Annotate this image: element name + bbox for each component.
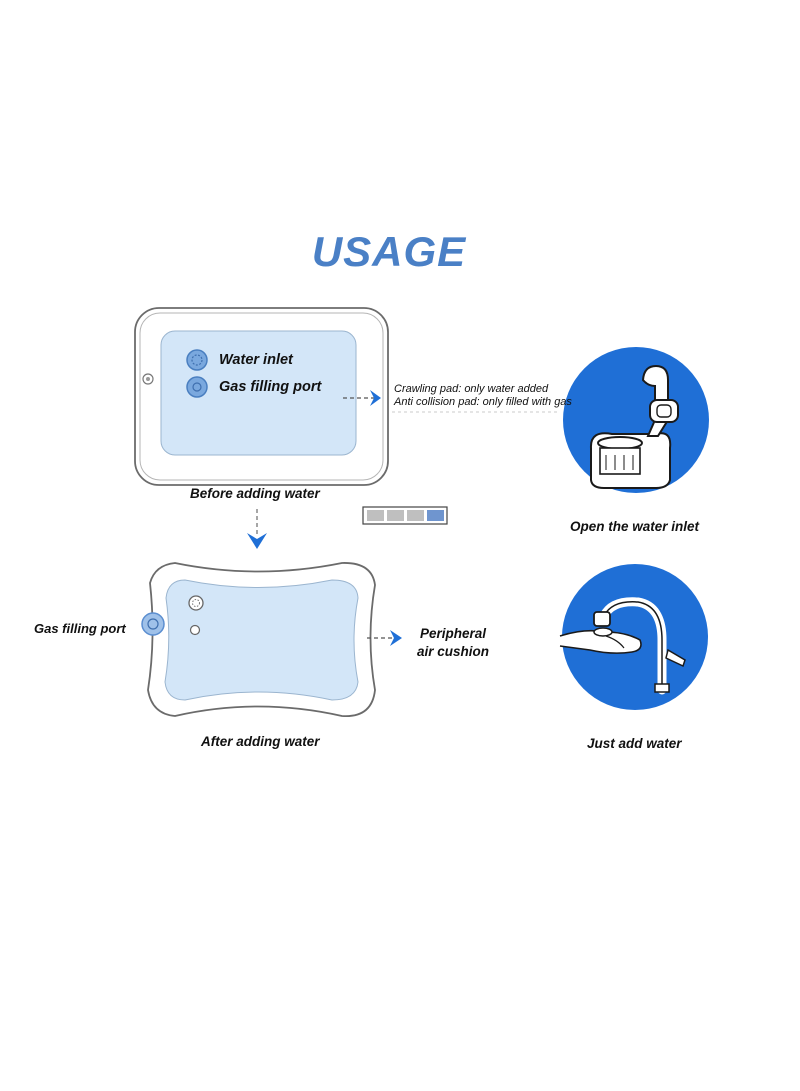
peripheral-arrow-icon <box>390 630 402 646</box>
anti-collision-note: Anti collision pad: only filled with gas <box>394 396 572 408</box>
pager-dot-3 <box>407 510 424 521</box>
open-inlet-icon <box>563 347 709 493</box>
filled-pad <box>147 562 376 717</box>
after-caption: After adding water <box>201 734 320 749</box>
pager-dot-2 <box>387 510 404 521</box>
crawling-note: Crawling pad: only water added <box>394 383 549 395</box>
flat-pad <box>134 307 389 486</box>
pager-dot-4 <box>427 510 444 521</box>
open-inlet-caption: Open the water inlet <box>570 519 700 534</box>
before-caption: Before adding water <box>190 486 320 501</box>
notes-arrow-icon <box>370 390 381 406</box>
page-title: USAGE <box>311 228 467 275</box>
filled-gas-port-icon <box>141 612 165 636</box>
pager-dot-1 <box>367 510 384 521</box>
image-pager[interactable] <box>362 506 448 525</box>
gas-port-label: Gas filling port <box>219 379 322 395</box>
filled-water-inlet-icon <box>188 595 204 611</box>
add-water-caption: Just add water <box>587 736 682 751</box>
down-arrow-icon <box>247 533 267 549</box>
peripheral-label-1: Peripheral <box>420 626 487 641</box>
gas-port-icon <box>186 376 208 398</box>
after-gas-port-label: Gas filling port <box>34 621 126 636</box>
water-inlet-label: Water inlet <box>219 352 293 368</box>
peripheral-label-2: air cushion <box>417 644 490 659</box>
filled-valve-icon <box>189 624 201 636</box>
add-water-icon <box>559 564 708 710</box>
water-inlet-icon <box>186 349 208 371</box>
